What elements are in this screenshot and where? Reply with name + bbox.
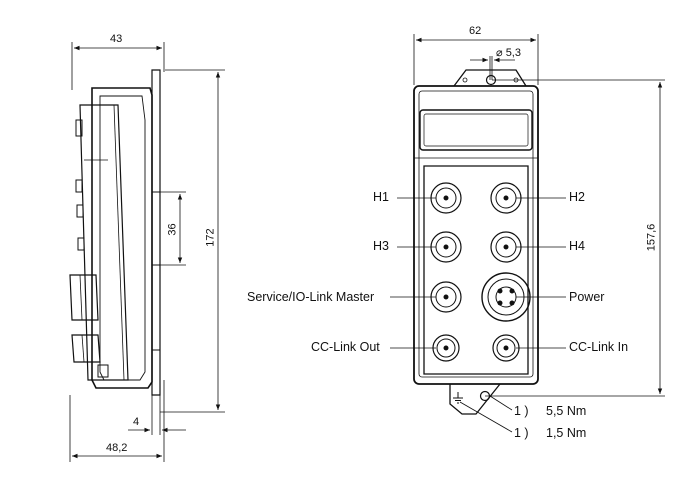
dim-width-top: 43	[110, 33, 123, 45]
dim-offset-small: 4	[133, 416, 140, 428]
diameter-icon: ⌀	[496, 47, 503, 59]
dim-width-front: 62	[469, 25, 482, 37]
label-h3: H3	[373, 239, 389, 253]
label-cc-out: CC-Link Out	[311, 340, 380, 354]
label-cc-in: CC-Link In	[569, 340, 629, 354]
side-view	[69, 42, 225, 462]
front-view	[413, 34, 665, 415]
ground-symbol-icon	[453, 392, 463, 404]
connector-cc-in-icon	[492, 334, 520, 362]
connector-cc-out-icon	[432, 334, 460, 362]
label-h2: H2	[569, 190, 585, 204]
label-service: Service/IO-Link Master	[247, 290, 375, 304]
dim-height-front: 157,6	[645, 223, 658, 252]
label-h4: H4	[569, 239, 585, 253]
dim-height-total: 172	[204, 228, 217, 247]
connectors	[430, 182, 531, 362]
note-1-marker: 1 )	[514, 404, 529, 418]
note-2-marker: 1 )	[514, 426, 529, 440]
hole-diameter-value: 5,3	[505, 47, 521, 59]
connector-h3-icon	[430, 231, 462, 263]
dim-hole-diameter: ⌀ 5,3	[496, 47, 521, 60]
dim-height-bracket: 36	[166, 223, 179, 236]
note-1-value: 5,5 Nm	[546, 404, 587, 418]
leader-lines	[390, 197, 566, 433]
label-h1: H1	[373, 190, 389, 204]
dim-width-bottom: 48,2	[106, 442, 128, 454]
note-2-value: 1,5 Nm	[546, 426, 587, 440]
label-power: Power	[569, 290, 605, 304]
